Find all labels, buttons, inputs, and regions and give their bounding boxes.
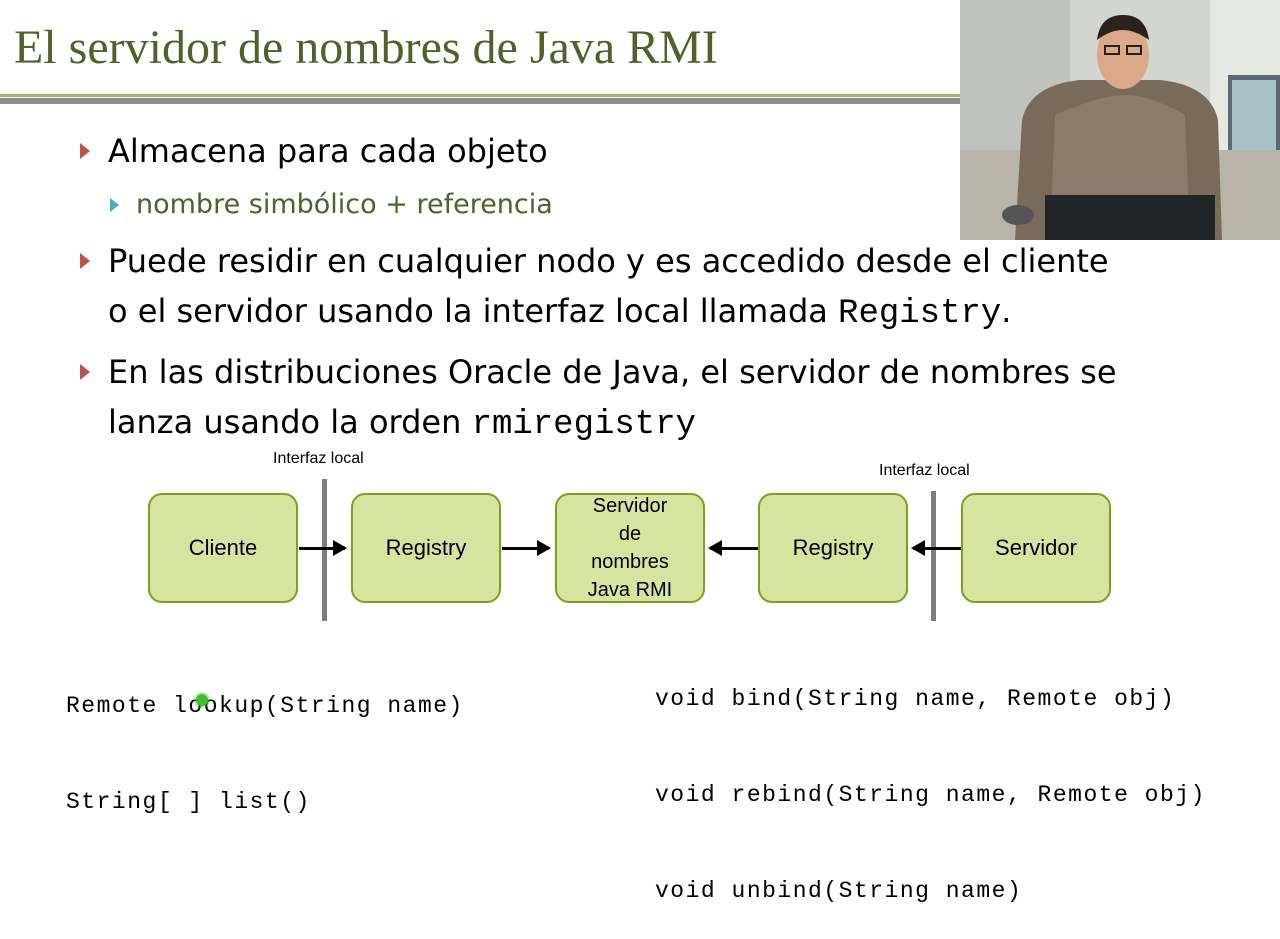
box-servidor-nombres-line1: Servidor — [592, 495, 668, 517]
bullet-almacena-text: Almacena para cada objeto — [108, 132, 548, 170]
box-registry-left-label: Registry — [385, 535, 467, 560]
interfaz-local-label-left: Interfaz local — [273, 450, 364, 467]
title-gray-rule — [0, 98, 960, 104]
interface-line-right — [931, 491, 936, 621]
box-servidor-nombres: Servidor de nombres Java RMI — [555, 493, 705, 603]
arrow-servidor-to-registry — [911, 540, 961, 556]
box-registry-left: Registry — [351, 493, 501, 603]
bullet-puede-residir-line1: Puede residir en cualquier nodo y es acc… — [108, 242, 1109, 280]
slide-title: El servidor de nombres de Java RMI — [14, 21, 718, 74]
server-method-bind: void bind(String name, Remote obj) — [655, 686, 1176, 712]
bullet-puede-residir-period: . — [1001, 292, 1012, 330]
bullet-almacena: Almacena para cada objeto — [80, 126, 548, 176]
client-methods: Remote lookup(String name) String[ ] lis… — [66, 626, 464, 850]
box-servidor-nombres-line3: nombres — [591, 551, 669, 573]
bullet-distribuciones-line2-text: lanza usando la orden — [108, 403, 472, 441]
box-servidor-nombres-label: Servidor de nombres Java RMI — [588, 492, 672, 604]
server-method-rebind: void rebind(String name, Remote obj) — [655, 782, 1206, 808]
presenter-video — [960, 0, 1280, 240]
subbullet-nombre-text: nombre simbólico + referencia — [136, 189, 553, 220]
bullet-distribuciones-line1: En las distribuciones Oracle de Java, el… — [108, 353, 1117, 391]
box-servidor-label: Servidor — [995, 535, 1077, 560]
rmiregistry-code: rmiregistry — [471, 406, 696, 444]
pointer-cursor-icon — [196, 694, 208, 706]
presenter-video-frame — [960, 0, 1280, 240]
server-methods: void bind(String name, Remote obj) void … — [655, 619, 1206, 939]
box-registry-right: Registry — [758, 493, 908, 603]
title-accent-rule — [0, 94, 960, 97]
server-method-unbind: void unbind(String name) — [655, 878, 1023, 904]
bullet-marker-icon — [80, 253, 90, 269]
arrow-registry-to-servidor-nombres-left — [708, 540, 758, 556]
arrow-registry-to-servidor-nombres — [502, 540, 551, 556]
box-servidor: Servidor — [961, 493, 1111, 603]
bullet-puede-residir-line2: o el servidor usando la interfaz local l… — [108, 286, 1109, 339]
subbullet-nombre: nombre simbólico + referencia — [110, 185, 553, 225]
registry-code: Registry — [838, 295, 1002, 333]
box-cliente: Cliente — [148, 493, 298, 603]
interface-line-left — [322, 479, 327, 621]
box-cliente-label: Cliente — [188, 535, 258, 560]
box-servidor-nombres-line2: de — [618, 523, 642, 545]
bullet-distribuciones-line2: lanza usando la orden rmiregistry — [108, 397, 1117, 450]
arrow-cliente-to-registry — [299, 540, 347, 556]
box-servidor-nombres-line4: Java RMI — [587, 579, 673, 601]
bullet-puede-residir: Puede residir en cualquier nodo y es acc… — [80, 236, 1109, 339]
bullet-distribuciones: En las distribuciones Oracle de Java, el… — [80, 347, 1117, 450]
bullet-marker-icon — [80, 143, 90, 159]
interfaz-local-label-right: Interfaz local — [879, 462, 970, 479]
client-method-lookup: Remote lookup(String name) — [66, 693, 464, 719]
bullet-marker-icon — [80, 364, 90, 380]
subbullet-marker-icon — [110, 198, 119, 212]
client-method-list: String[ ] list() — [66, 789, 311, 815]
box-registry-right-label: Registry — [792, 535, 874, 560]
bullet-puede-residir-line2-text: o el servidor usando la interfaz local l… — [108, 292, 839, 330]
